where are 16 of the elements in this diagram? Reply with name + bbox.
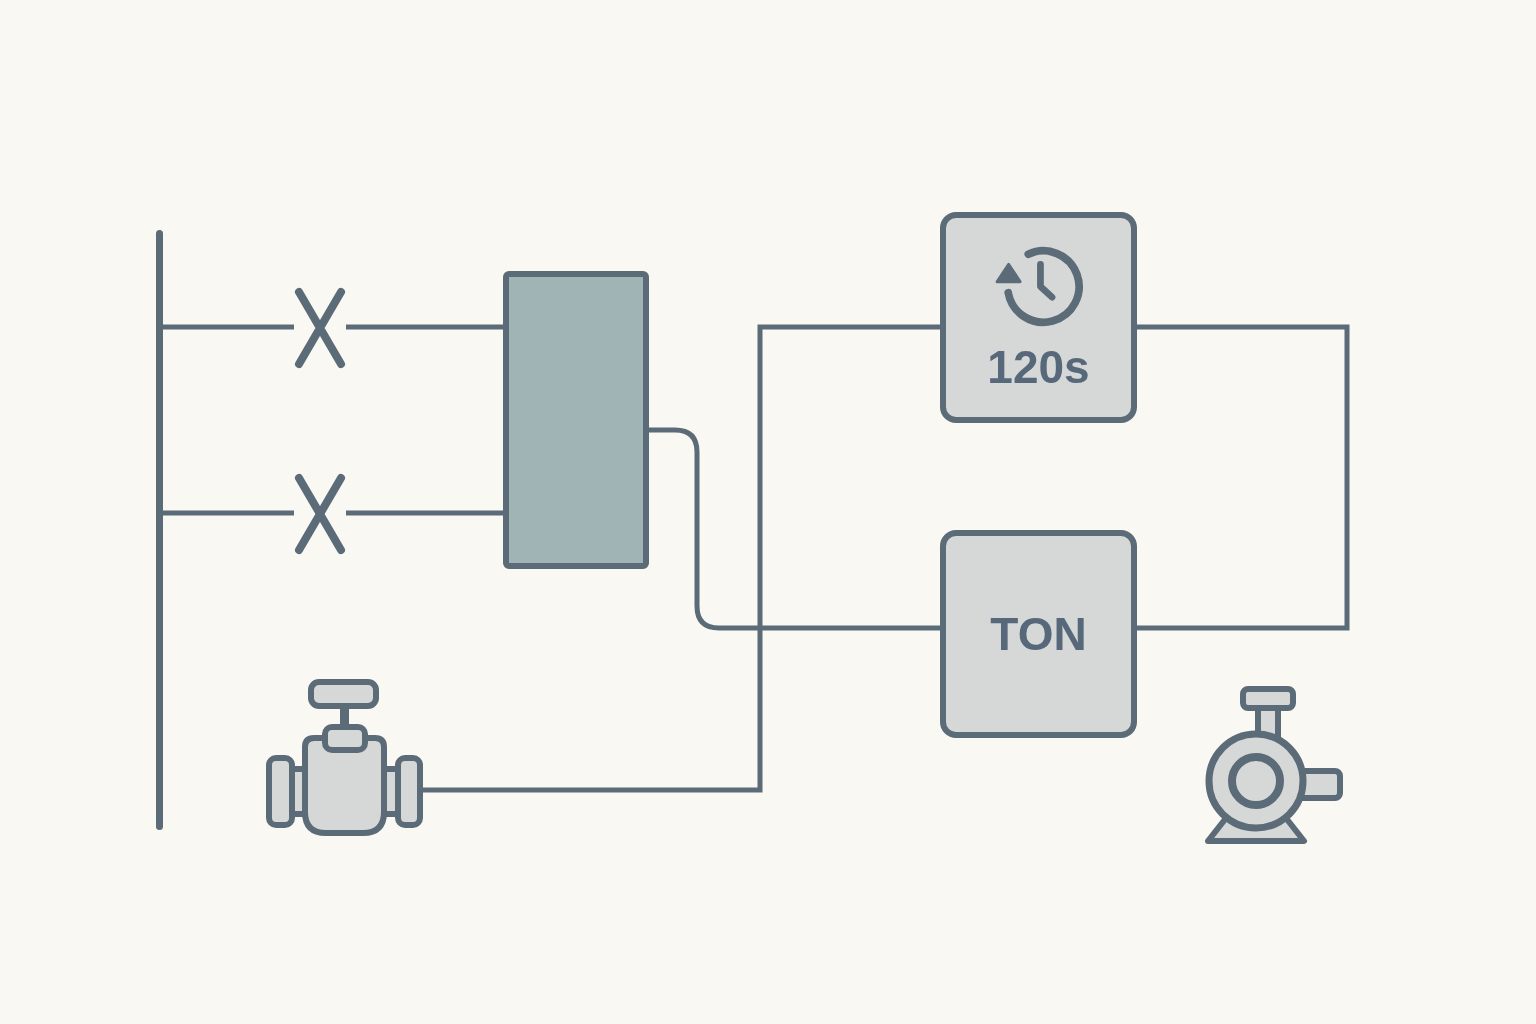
wire — [163, 324, 294, 330]
block-type-label: TON — [990, 611, 1087, 657]
wire — [346, 510, 503, 516]
power-rail — [156, 230, 163, 830]
wire — [346, 324, 503, 330]
timer-block — [940, 530, 1137, 738]
wire — [423, 324, 940, 793]
function-block — [503, 271, 649, 569]
contact-symbol — [294, 473, 346, 555]
wire — [163, 510, 294, 516]
valve-icon — [266, 679, 423, 836]
wire — [649, 427, 940, 631]
contact-symbol — [294, 287, 346, 369]
time-preset-label: 120s — [987, 343, 1090, 390]
timer-block — [940, 212, 1137, 423]
wire — [1137, 324, 1350, 631]
